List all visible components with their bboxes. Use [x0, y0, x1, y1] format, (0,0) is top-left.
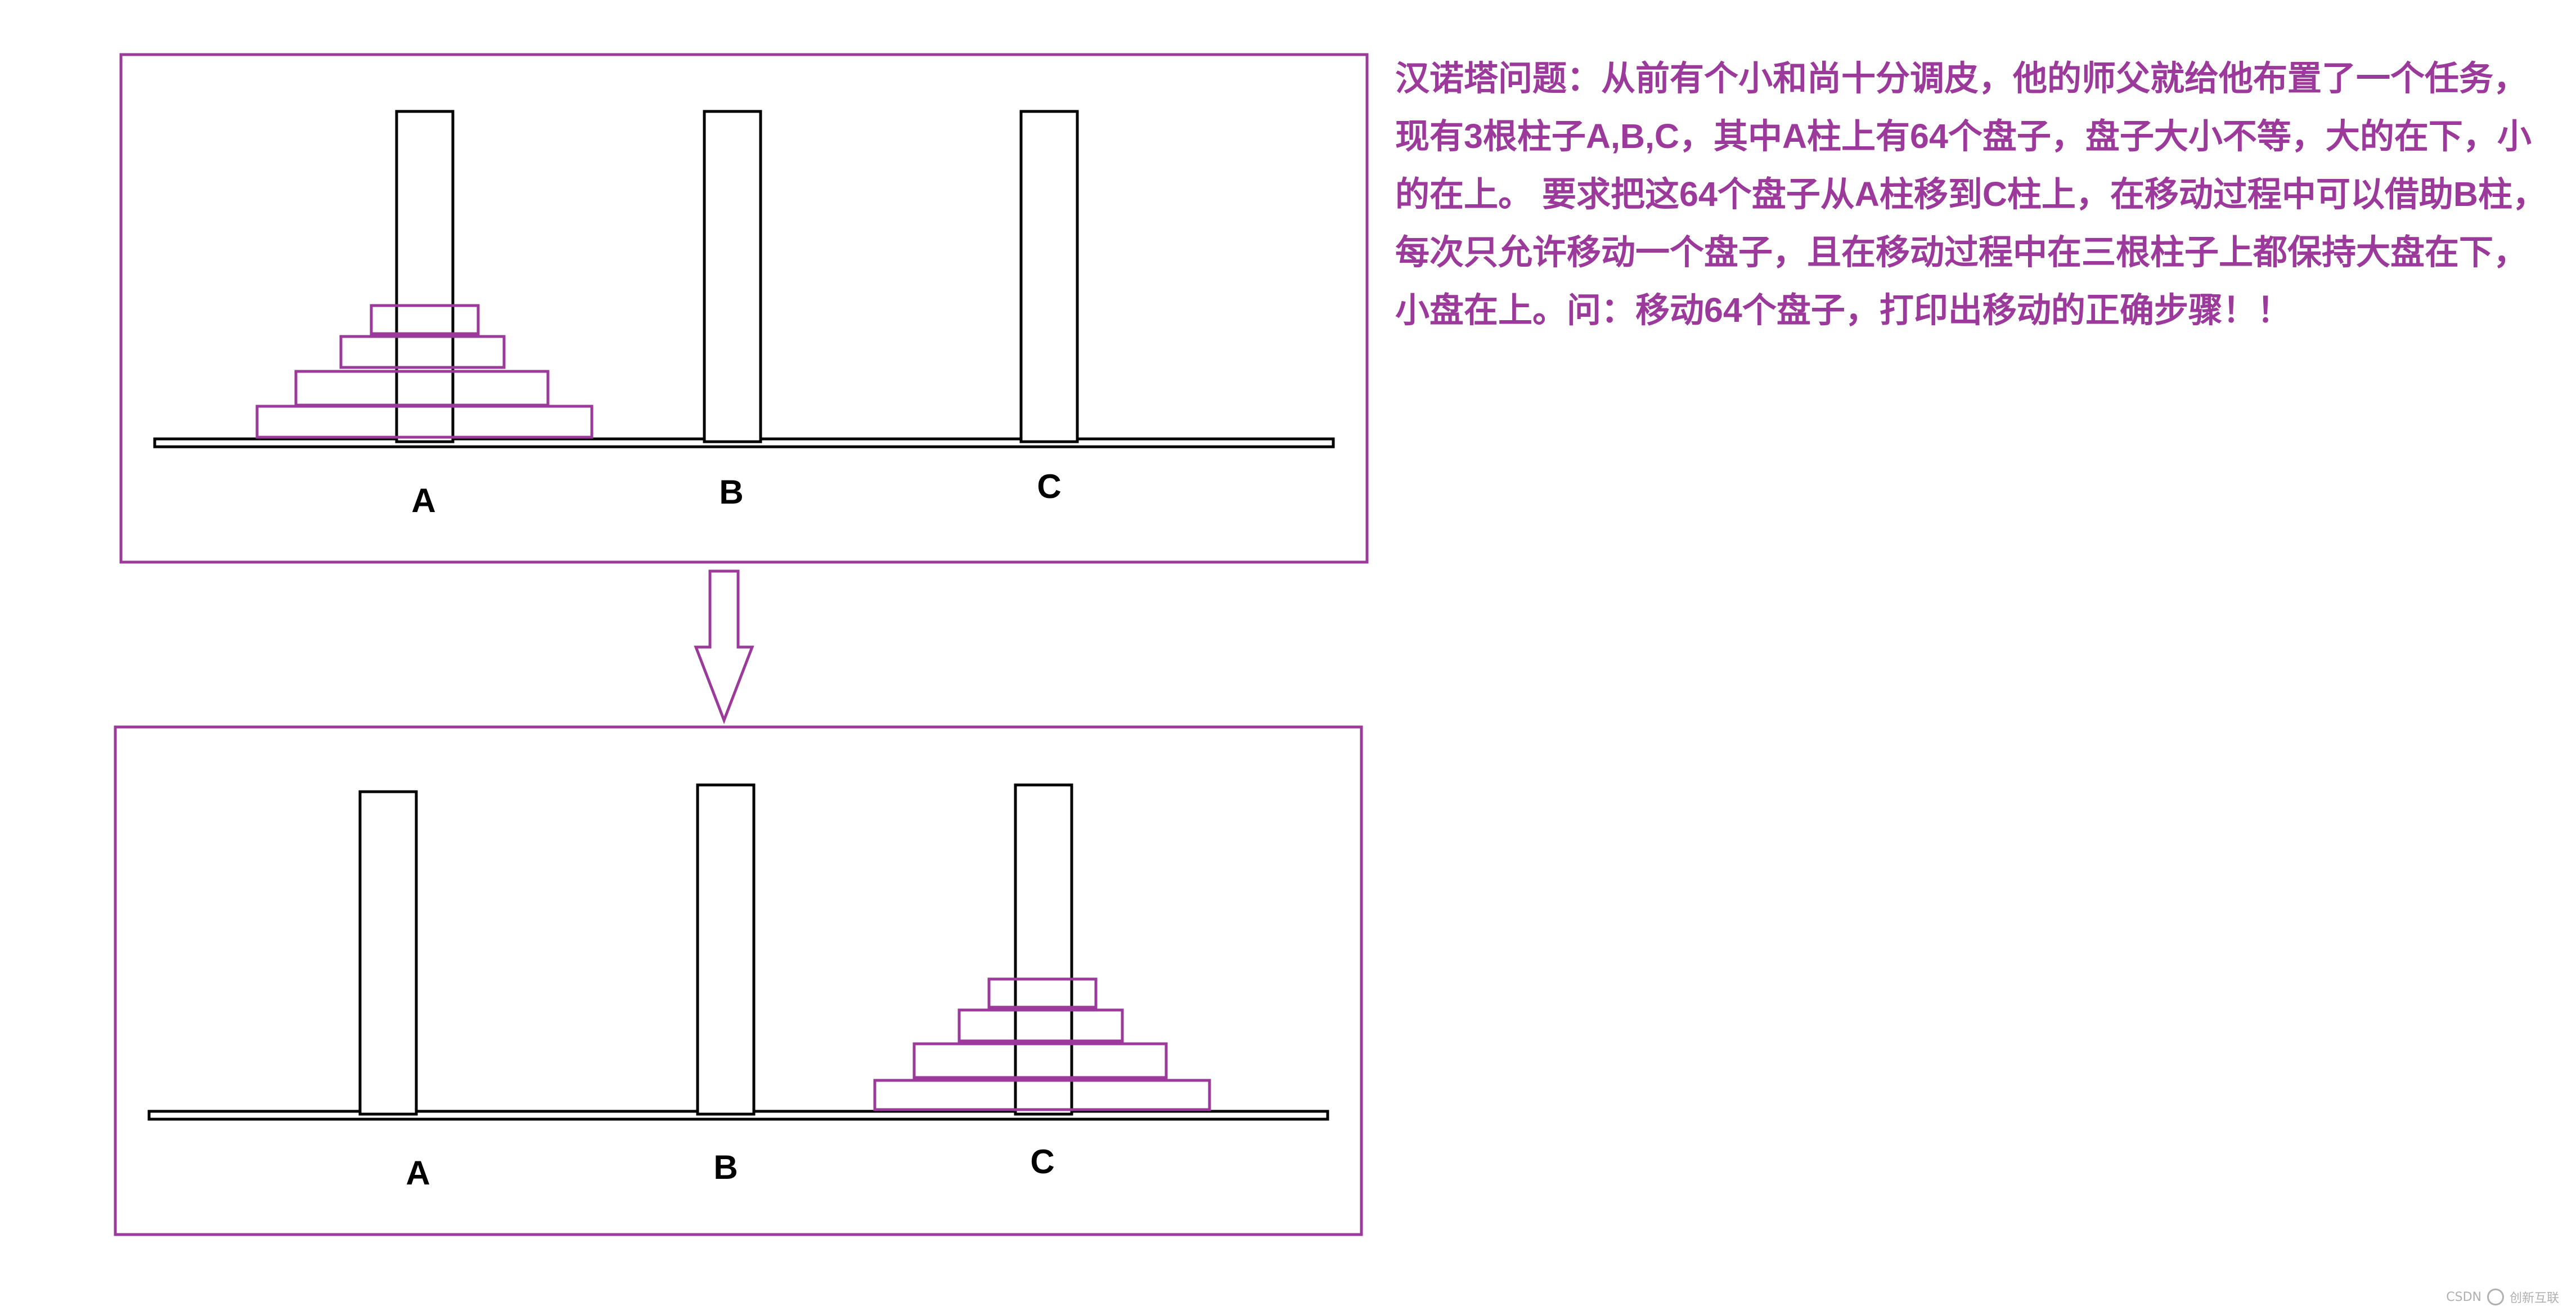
before-peg-a — [395, 110, 455, 443]
after-panel: A B C — [114, 725, 1363, 1236]
after-peg-c — [1014, 783, 1073, 1116]
before-panel: A B C — [119, 53, 1369, 564]
after-label-b: B — [713, 1148, 738, 1186]
before-disk-3 — [294, 370, 550, 407]
before-label-b: B — [719, 473, 743, 511]
before-peg-b — [703, 110, 762, 443]
before-peg-c — [1019, 110, 1079, 443]
after-disk-3 — [912, 1042, 1168, 1079]
after-peg-a — [358, 790, 418, 1116]
before-label-c: C — [1037, 468, 1061, 505]
after-disk-1 — [987, 977, 1098, 1009]
watermark-logo-icon — [2487, 1289, 2504, 1305]
before-label-a: A — [411, 482, 435, 519]
after-disk-2 — [957, 1008, 1124, 1043]
before-frame — [119, 53, 1369, 564]
after-frame — [114, 725, 1363, 1236]
after-peg-b — [696, 783, 756, 1116]
watermark-brand: 创新互联 — [2509, 1291, 2559, 1305]
after-label-c: C — [1030, 1143, 1054, 1181]
after-label-a: A — [406, 1154, 430, 1192]
problem-description: 汉诺塔问题：从前有个小和尚十分调皮，他的师父就给他布置了一个任务，现有3根柱子A… — [1395, 59, 2547, 329]
before-disk-1 — [370, 304, 480, 335]
after-disk-4 — [873, 1079, 1211, 1111]
down-arrow — [694, 569, 754, 724]
before-disk-2 — [339, 335, 506, 369]
watermark: CSDN 创新互联 — [2446, 1288, 2559, 1306]
watermark-source: CSDN — [2446, 1290, 2481, 1304]
